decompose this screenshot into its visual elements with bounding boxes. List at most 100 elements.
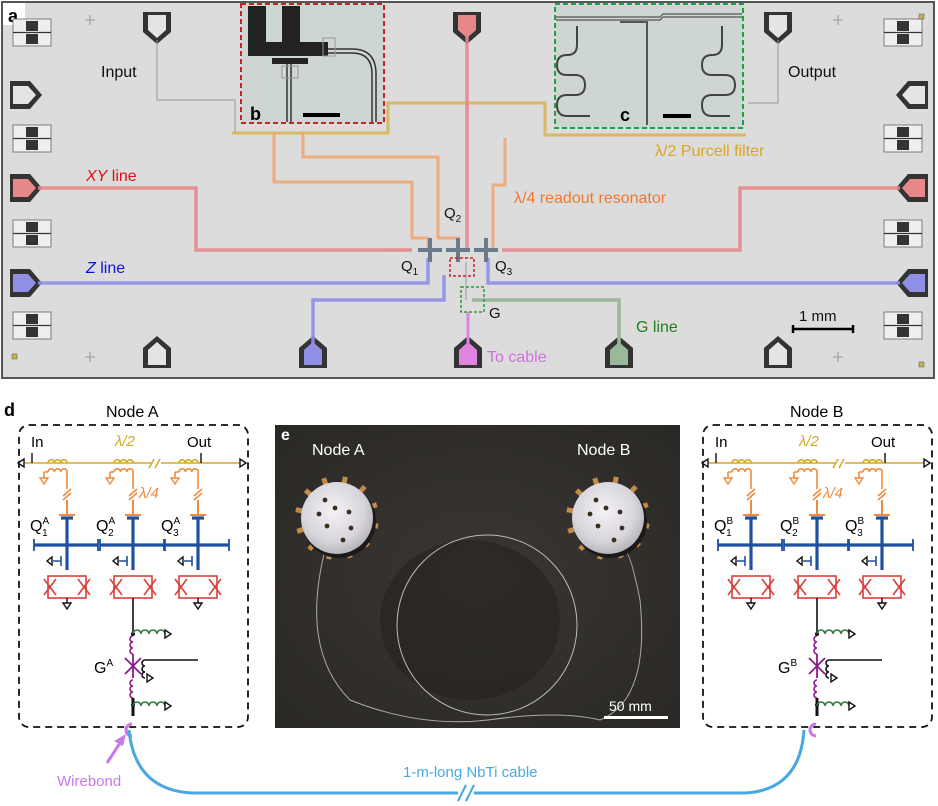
readout-inductor bbox=[47, 468, 68, 473]
bond-pad bbox=[896, 81, 928, 109]
resonator-capacitor bbox=[746, 488, 756, 501]
coupler-label: GA bbox=[94, 658, 113, 677]
squid bbox=[178, 575, 218, 599]
scale-bar-1mm-label: 1 mm bbox=[799, 308, 837, 325]
nbti-cable bbox=[127, 729, 806, 795]
test-structure bbox=[883, 311, 923, 340]
josephson-junction bbox=[793, 578, 841, 596]
ground-icon bbox=[146, 672, 155, 684]
panel-a-label: a bbox=[8, 6, 19, 26]
xy-ground-icon bbox=[729, 555, 737, 567]
josephson-junction bbox=[43, 578, 91, 596]
xy-capacitor bbox=[868, 556, 877, 566]
screw-hole bbox=[619, 525, 625, 531]
panel-d-label: d bbox=[4, 400, 15, 420]
xy-ground-icon bbox=[111, 555, 119, 567]
purcell-break-mark bbox=[148, 458, 161, 469]
screw-hole bbox=[348, 525, 354, 531]
in-label: In bbox=[31, 434, 44, 451]
ground-icon bbox=[16, 457, 25, 469]
inset-c-label: c bbox=[620, 105, 630, 125]
wirebond-arrowhead bbox=[114, 734, 126, 746]
inset-b-label: b bbox=[250, 104, 261, 124]
test-structure bbox=[12, 219, 52, 248]
readout-inductor bbox=[862, 468, 883, 473]
cable-loop bbox=[396, 534, 578, 716]
resonator-capacitor bbox=[877, 488, 887, 501]
test-structure bbox=[12, 124, 52, 153]
purcell-coupling-inductor bbox=[862, 459, 883, 464]
xy-lines bbox=[38, 35, 900, 252]
purcell-coupling-inductor bbox=[797, 459, 818, 464]
xy-capacitor bbox=[803, 556, 812, 566]
ground-icon bbox=[848, 628, 857, 640]
inset-c: c bbox=[554, 3, 744, 129]
coupling-inductor-bottom bbox=[816, 701, 850, 707]
bond-pad bbox=[143, 12, 171, 44]
qubit-q3 bbox=[474, 238, 498, 262]
scale-bar-50mm bbox=[604, 716, 668, 719]
screw-hole bbox=[340, 537, 346, 543]
bond-pad bbox=[143, 336, 171, 368]
readout-resonator-label: λ/4 readout resonator bbox=[514, 190, 667, 207]
ground-icon bbox=[164, 700, 173, 712]
screw-hole bbox=[316, 511, 322, 517]
coupler-label: GB bbox=[778, 658, 797, 677]
ground-icon bbox=[169, 477, 181, 486]
qubit-crosses bbox=[418, 238, 498, 262]
bond-pad bbox=[896, 269, 928, 297]
screw-hole bbox=[617, 509, 623, 515]
ground-icon bbox=[853, 477, 865, 486]
scale-bar-1mm bbox=[791, 325, 855, 333]
ground-icon bbox=[745, 602, 757, 611]
puck-lid bbox=[572, 482, 644, 554]
squid bbox=[862, 575, 902, 599]
cable-label: 1-m-long NbTi cable bbox=[403, 764, 538, 781]
q3-label: Q3 bbox=[495, 258, 513, 278]
screw-hole bbox=[322, 497, 328, 503]
xy-ground-icon bbox=[45, 555, 53, 567]
wirebond-label: Wirebond bbox=[57, 773, 121, 790]
purcell-coupling-inductor bbox=[178, 459, 199, 464]
squid bbox=[731, 575, 771, 599]
screw-hole bbox=[332, 505, 338, 511]
bond-pad bbox=[10, 81, 42, 109]
coupler-inductor-bottom bbox=[129, 679, 134, 699]
to-cable-label: To cable bbox=[487, 349, 547, 366]
ground-icon bbox=[923, 457, 932, 469]
readout-inductor bbox=[178, 468, 199, 473]
node-a-puck bbox=[295, 476, 379, 560]
corner-mark bbox=[918, 13, 925, 20]
josephson-junction bbox=[858, 578, 906, 596]
purcell-coupling-inductor bbox=[47, 459, 68, 464]
puck-lid bbox=[301, 482, 373, 554]
coupler-inductor-bottom bbox=[813, 679, 818, 699]
coupler-inductor-top bbox=[129, 635, 134, 655]
input-line bbox=[156, 40, 236, 132]
ground-icon bbox=[104, 477, 116, 486]
flux-inductor bbox=[825, 659, 830, 679]
bond-pad bbox=[299, 336, 327, 368]
josephson-junction bbox=[174, 578, 222, 596]
out-label: Out bbox=[187, 434, 212, 451]
g-label: G bbox=[489, 305, 501, 322]
xy-ground-icon bbox=[860, 555, 868, 567]
bond-pad bbox=[764, 336, 792, 368]
test-structure bbox=[883, 18, 923, 47]
xy-ground-icon bbox=[176, 555, 184, 567]
screw-hole bbox=[595, 523, 601, 529]
wirebond bbox=[808, 722, 817, 738]
josephson-junction bbox=[727, 578, 775, 596]
panel-e-label: e bbox=[281, 427, 290, 444]
ground-icon bbox=[876, 602, 888, 611]
g-line bbox=[472, 298, 621, 345]
bond-pad bbox=[10, 269, 42, 297]
z-lines bbox=[38, 258, 900, 345]
